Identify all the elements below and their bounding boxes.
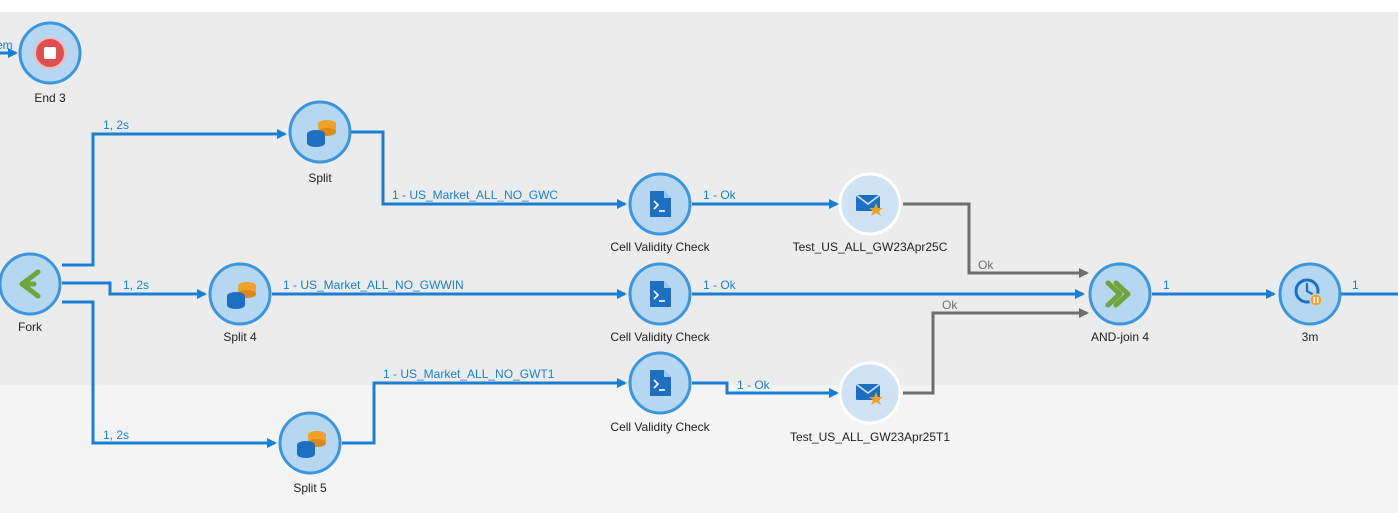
activity-label: Cell Validity Check: [610, 420, 710, 434]
transition-label: 1 - US_Market_ALL_NO_GWC: [392, 188, 558, 202]
workflow-lower-area: [0, 385, 1398, 513]
activity-and-join-4[interactable]: AND-join 4: [1088, 262, 1152, 344]
transition-label: 1 - Ok: [737, 378, 771, 392]
transition-cvc2-join[interactable]: 1 - Ok: [692, 278, 1085, 299]
transition-fork-split4[interactable]: 1, 2s: [62, 278, 207, 299]
activity-cell-validity-check-3[interactable]: Cell Validity Check: [610, 351, 711, 434]
email-delivery-icon: [855, 194, 883, 216]
activity-label: Split 5: [293, 481, 327, 495]
transition-label: 1, 2s: [123, 278, 149, 292]
activity-label: Fork: [18, 320, 43, 334]
activity-end3[interactable]: End 3: [18, 21, 82, 105]
database-icon: [297, 431, 326, 458]
transition-testc-join[interactable]: Ok: [903, 202, 1089, 278]
clock-icon: [1294, 278, 1323, 307]
transition-label: 1: [1163, 278, 1170, 292]
transition-join-wait[interactable]: 1: [1152, 278, 1276, 299]
activity-cell-validity-check-2[interactable]: Cell Validity Check: [610, 262, 711, 344]
transition-cvc1-test[interactable]: 1 - Ok: [692, 188, 839, 209]
transition-cvc3-test[interactable]: 1 - Ok: [692, 378, 839, 398]
transition-label: Ok: [978, 258, 994, 272]
database-icon: [227, 282, 256, 309]
activity-label: 3m: [1302, 330, 1319, 344]
canvas-top-strip: [0, 0, 1398, 12]
fork-icon: [19, 269, 41, 299]
activity-cell-validity-check-1[interactable]: Cell Validity Check: [610, 172, 711, 254]
transition-label: 1: [1352, 278, 1359, 292]
transition-label: 1 - US_Market_ALL_NO_GWT1: [383, 367, 555, 381]
transition-label: Ok: [942, 298, 958, 312]
transition-wait-out[interactable]: 1: [1341, 278, 1398, 296]
database-icon: [307, 120, 336, 147]
activity-label: Split: [308, 171, 332, 185]
activity-wait-3m[interactable]: 3m: [1278, 262, 1342, 344]
activity-label: Split 4: [223, 330, 257, 344]
script-icon: [650, 281, 671, 307]
stop-icon: [34, 37, 66, 69]
activity-split5[interactable]: Split 5: [278, 411, 342, 495]
transition-fork-split[interactable]: 1, 2s: [62, 118, 287, 267]
transition-split4-cvc2[interactable]: 1 - US_Market_ALL_NO_GWWIN: [272, 278, 627, 299]
activity-label: Test_US_ALL_GW23Apr25T1: [790, 430, 950, 444]
transition-label: 1, 2s: [103, 118, 129, 132]
activity-label: Cell Validity Check: [610, 240, 710, 254]
script-icon: [650, 191, 671, 217]
activity-label: End 3: [34, 91, 66, 105]
transition-label: 1 - Ok: [703, 278, 737, 292]
transition-label: 1 - US_Market_ALL_NO_GWWIN: [283, 278, 464, 292]
transition-split-cvc1[interactable]: 1 - US_Market_ALL_NO_GWC: [351, 130, 627, 209]
email-delivery-icon: [855, 383, 883, 405]
transition-fork-split5[interactable]: 1, 2s: [62, 300, 277, 448]
activity-test-delivery-t1[interactable]: Test_US_ALL_GW23Apr25T1: [790, 361, 950, 444]
script-icon: [650, 370, 671, 396]
transition-label: 1, 2s: [103, 428, 129, 442]
activity-label: AND-join 4: [1091, 330, 1149, 344]
activity-split[interactable]: Split: [288, 100, 352, 185]
transition-label: 1 - Ok: [703, 188, 737, 202]
and-join-icon: [1105, 280, 1131, 308]
activity-test-delivery-c[interactable]: Test_US_ALL_GW23Apr25C: [793, 172, 948, 254]
activity-label: Test_US_ALL_GW23Apr25C: [793, 240, 948, 254]
activity-label: Cell Validity Check: [610, 330, 710, 344]
transition-offscreen-end3[interactable]: em: [0, 38, 18, 58]
transition-split5-cvc3[interactable]: 1 - US_Market_ALL_NO_GWT1: [342, 367, 627, 445]
activity-split4[interactable]: Split 4: [208, 262, 272, 344]
activity-fork[interactable]: Fork: [0, 252, 62, 334]
transition-label: em: [0, 38, 13, 52]
transition-testt1-join[interactable]: Ok: [903, 298, 1089, 395]
